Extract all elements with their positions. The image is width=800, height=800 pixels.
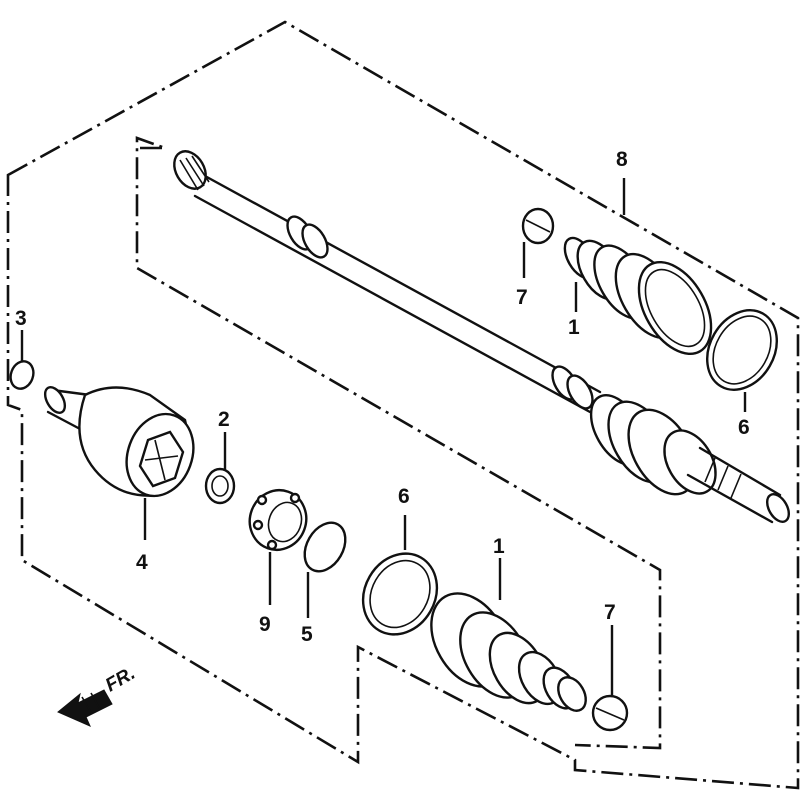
callout-circlip: 3 bbox=[15, 307, 27, 330]
boot-band-lower bbox=[361, 552, 439, 636]
boot-band-lower-inner bbox=[369, 559, 431, 629]
boot-lower bbox=[430, 592, 587, 712]
bearing-cage bbox=[248, 489, 308, 551]
boot-band-upper bbox=[706, 309, 778, 391]
front-label: FR. bbox=[102, 663, 139, 696]
callout-band-lower: 6 bbox=[398, 485, 410, 508]
callout-snap-ring: 5 bbox=[301, 623, 313, 646]
callout-driveshaft: 8 bbox=[616, 148, 628, 171]
callout-bearing-cage: 9 bbox=[259, 613, 271, 636]
front-arrow-icon bbox=[57, 689, 113, 727]
callout-boot-upper: 1 bbox=[568, 316, 580, 339]
shaft-assembly-boundary bbox=[135, 136, 662, 750]
snap-ring bbox=[303, 521, 347, 573]
callout-outer-joint: 4 bbox=[136, 551, 148, 574]
outer-assembly-boundary bbox=[6, 20, 800, 790]
outer-joint bbox=[43, 386, 195, 498]
boot-clamp-lower bbox=[591, 694, 629, 732]
callout-clamp-lower: 7 bbox=[604, 601, 616, 624]
boot-upper bbox=[563, 236, 713, 356]
callout-snap-ring-small: 2 bbox=[218, 408, 230, 431]
boot-clamp-upper bbox=[521, 207, 555, 245]
circlip bbox=[9, 360, 35, 390]
callout-boot-lower: 1 bbox=[493, 535, 505, 558]
driveshaft bbox=[173, 150, 791, 524]
boot-band-upper-inner bbox=[712, 315, 772, 385]
front-direction-indicator: FR. bbox=[57, 663, 139, 727]
callout-band-upper: 6 bbox=[738, 416, 750, 439]
snap-ring-small bbox=[204, 467, 236, 505]
callout-clamp-upper: 7 bbox=[516, 286, 528, 309]
